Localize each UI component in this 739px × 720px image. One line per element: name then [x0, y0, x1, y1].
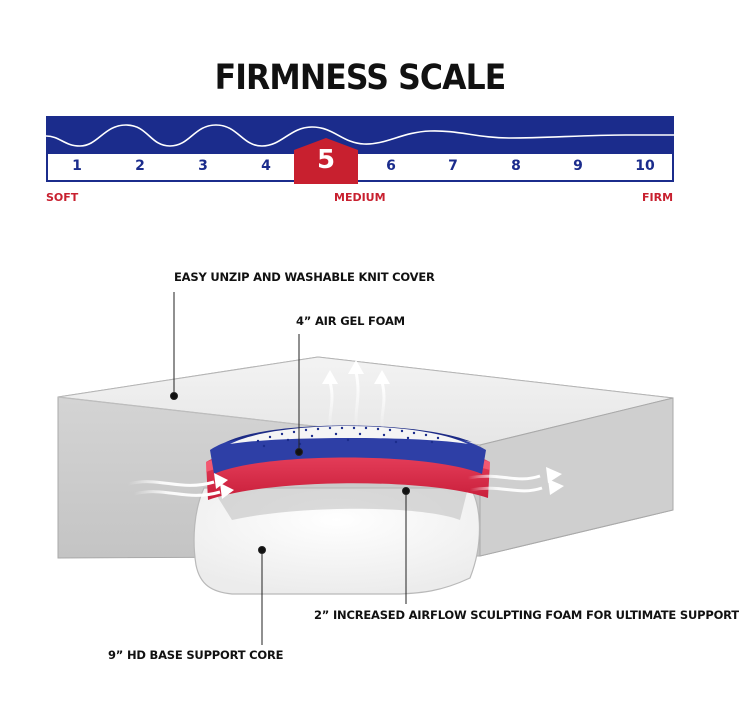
marker-shape: [294, 138, 358, 184]
upward-arrow-heads: [322, 360, 390, 384]
firm-label: FIRM: [642, 191, 674, 204]
base-core-callout: 9” HD BASE SUPPORT CORE: [108, 648, 284, 662]
upward-airflow-arrows: [328, 371, 386, 433]
number-row: 1 2 3 4 6 7 8 9 10: [46, 154, 674, 182]
page-title: FIRMNESS SCALE: [214, 58, 507, 98]
base-core: [193, 487, 480, 595]
scale-number: 7: [448, 158, 458, 174]
infographic: FIRMNESS SCALE 1 2 3 4 6 7 8 9 10 5 SOFT…: [45, 58, 739, 662]
scale-number: 6: [386, 158, 396, 174]
gel-dots: [256, 426, 440, 448]
selected-marker: 5: [294, 138, 358, 184]
side-airflow-arrows: [127, 474, 543, 497]
gel-foam-layer: [210, 425, 486, 474]
scale-number: 9: [573, 158, 583, 174]
medium-label: MEDIUM: [334, 191, 386, 204]
mattress-diagram: [57, 292, 674, 645]
scale-number: 2: [135, 158, 145, 174]
wave-line: [45, 124, 674, 147]
scale-number: 3: [198, 158, 208, 174]
scale-number: 1: [72, 158, 82, 174]
scale-number: 4: [261, 158, 271, 174]
firmness-scale: 1 2 3 4 6 7 8 9 10 5: [45, 116, 674, 184]
selected-number: 5: [316, 145, 336, 175]
soft-label: SOFT: [46, 191, 79, 204]
scale-number: 8: [511, 158, 521, 174]
cover-callout: EASY UNZIP AND WASHABLE KNIT COVER: [174, 270, 435, 284]
scale-number: 10: [635, 158, 655, 174]
leader-lines: [170, 292, 410, 645]
side-arrow-heads: [214, 467, 564, 499]
airflow-foam-callout: 2” INCREASED AIRFLOW SCULPTING FOAM FOR …: [314, 608, 739, 622]
gel-foam-callout: 4” AIR GEL FOAM: [296, 314, 405, 328]
wave-band: [45, 116, 674, 154]
